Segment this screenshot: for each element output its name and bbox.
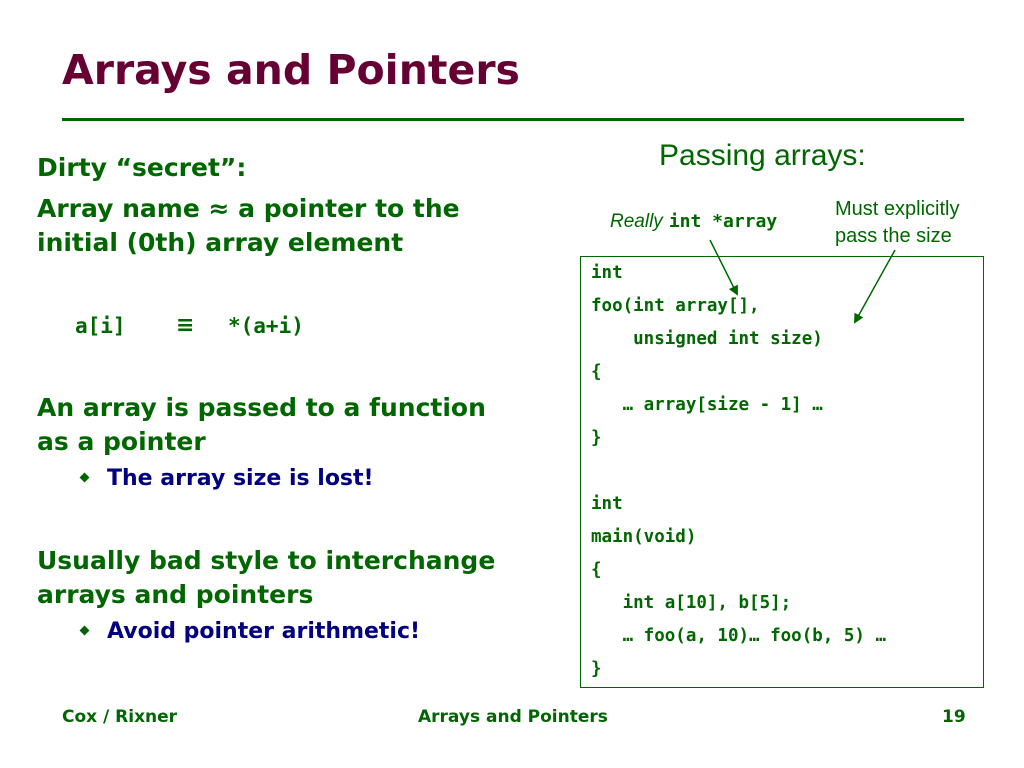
passed-as-pointer-line-2: as a pointer: [37, 427, 206, 456]
bullet-avoid-arithmetic-text: Avoid pointer arithmetic!: [107, 619, 421, 644]
really-code: int *array: [668, 211, 778, 232]
bullet-size-lost-text: The array size is lost!: [107, 466, 374, 491]
bullet-size-lost: The array size is lost!: [79, 466, 374, 491]
code-line: int a[10], b[5];: [591, 593, 792, 613]
page-number: 19: [942, 707, 966, 727]
code-line: int: [591, 494, 623, 514]
passed-as-pointer-line-1: An array is passed to a function: [37, 393, 486, 422]
bad-style-line-2: arrays and pointers: [37, 580, 314, 609]
code-line: … foo(a, 10)… foo(b, 5) …: [591, 626, 887, 646]
code-line: foo(int array[],: [591, 296, 760, 316]
code-line: {: [591, 560, 602, 580]
code-line: unsigned int size): [591, 329, 823, 349]
equivalence-rhs: *(a+i): [228, 314, 304, 338]
title-divider: [62, 118, 964, 121]
array-name-line-2: initial (0th) array element: [37, 228, 404, 257]
code-line: }: [591, 428, 602, 448]
bad-style-line-1: Usually bad style to interchange: [37, 546, 496, 575]
footer-title: Arrays and Pointers: [418, 707, 608, 727]
array-name-line-1: Array name ≈ a pointer to the: [37, 194, 460, 223]
code-line: }: [591, 659, 602, 679]
code-box: int foo(int array[], unsigned int size) …: [580, 256, 984, 688]
really-arrow: [709, 239, 738, 296]
code-line: … array[size - 1] …: [591, 395, 823, 415]
bullet-avoid-arithmetic: Avoid pointer arithmetic!: [79, 619, 421, 644]
really-word: Really: [610, 211, 663, 232]
size-note-line-1: Must explicitly: [835, 198, 960, 220]
size-arrow: [854, 249, 896, 324]
footer-authors: Cox / Rixner: [62, 707, 178, 727]
code-line: {: [591, 362, 602, 382]
code-line: main(void): [591, 527, 697, 547]
equivalence-symbol: ≡: [176, 313, 195, 338]
code-line: int: [591, 263, 623, 283]
equivalence-lhs: a[i]: [75, 314, 126, 338]
size-note: Must explicitly pass the size: [835, 196, 959, 250]
size-note-line-2: pass the size: [835, 225, 952, 247]
slide-title: Arrays and Pointers: [62, 46, 520, 94]
passing-arrays-heading: Passing arrays:: [659, 139, 866, 172]
dirty-secret-label: Dirty “secret”:: [37, 153, 247, 182]
